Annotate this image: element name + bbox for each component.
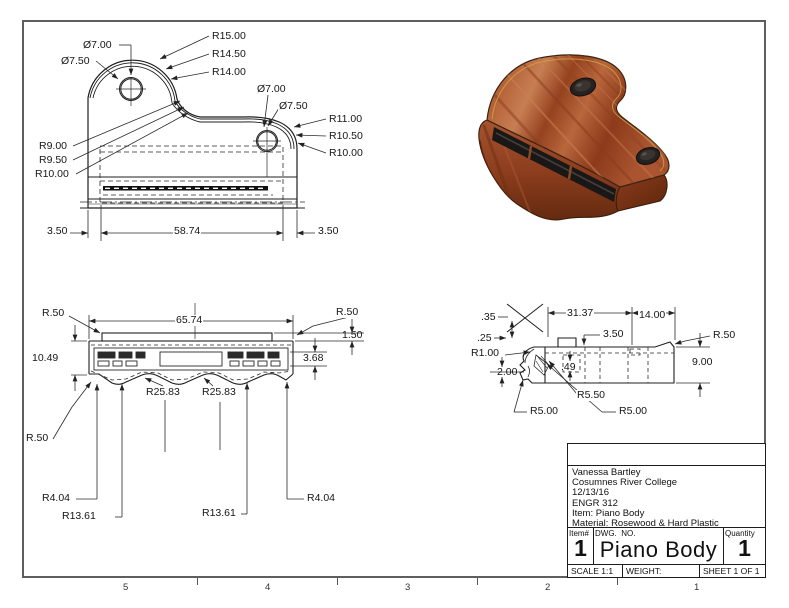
- isometric-render: [450, 30, 730, 240]
- dim-top-offset-left: 3.50: [46, 225, 69, 238]
- dim-front-r404-right: R4.04: [306, 492, 337, 505]
- zone-tick: [617, 578, 618, 585]
- sheet-cell: SHEET 1 OF 1: [703, 566, 760, 576]
- dim-side-r100: R1.00: [470, 347, 501, 360]
- zone-label-2: 2: [545, 582, 551, 593]
- dim-front-r1361-right: R13.61: [201, 507, 237, 520]
- dim-front-3-68: 3.68: [302, 352, 325, 365]
- item-description: Item: Piano Body: [572, 507, 645, 519]
- top-view-linework: [70, 35, 327, 241]
- title-block: Vanessa Bartley Cosumnes River College 1…: [567, 443, 766, 578]
- zone-label-1: 1: [694, 582, 700, 593]
- dim-side-14-00: 14.00: [638, 309, 667, 322]
- top-plug-right: [635, 147, 661, 165]
- dim-top-dia7-left: Ø7.00: [82, 39, 113, 52]
- item-number-cell: Item# 1: [568, 528, 594, 564]
- item-number-value: 1: [574, 535, 587, 561]
- keyboard-strip: [103, 186, 268, 191]
- dim-side-3-50: 3.50: [602, 328, 625, 341]
- dim-top-r9-5: R9.50: [38, 154, 69, 167]
- dim-top-dia75-right: Ø7.50: [278, 100, 309, 113]
- dim-side-r50: R.50: [712, 329, 737, 342]
- dim-front-r404-left: R4.04: [41, 492, 72, 505]
- piano-top-face: [486, 54, 670, 188]
- dim-top-dia75-left: Ø7.50: [60, 55, 91, 68]
- side-view-linework: [490, 303, 711, 413]
- dim-front-r50-topleft: R.50: [41, 307, 66, 320]
- dwg-no-label: DWG. NO.: [595, 529, 636, 538]
- dim-front-r2583-b: R25.83: [201, 386, 237, 399]
- dim-side-r550: R5.50: [576, 389, 607, 402]
- dim-top-r14: R14.00: [211, 66, 247, 79]
- title-block-dwg-row: Item# 1 DWG. NO. Piano Body Quantity 1: [568, 528, 765, 565]
- quantity-label: Quantity: [725, 529, 755, 538]
- title-block-info: Vanessa Bartley Cosumnes River College 1…: [568, 466, 765, 530]
- zone-tick: [197, 578, 198, 585]
- dim-front-1-50: 1.50: [342, 329, 363, 341]
- dim-top-r10-5: R10.50: [328, 130, 364, 143]
- zone-label-5: 5: [123, 582, 129, 593]
- weight-cell: WEIGHT:: [623, 565, 700, 578]
- dim-top-width: 58.74: [173, 225, 202, 238]
- dim-side-r500-left: R5.00: [529, 405, 560, 418]
- front-view-linework: [52, 303, 364, 518]
- dim-front-r2583-a: R25.83: [145, 386, 181, 399]
- quantity-value: 1: [738, 535, 751, 561]
- drawing-date: 12/13/16: [572, 487, 609, 499]
- side-view-drawing: .35 31.37 14.00 .25 3.50 R.50 R1.00 9.00…: [450, 295, 780, 445]
- author-name: Vanessa Bartley: [572, 467, 641, 478]
- dim-side-0-49: .49: [561, 361, 576, 373]
- dim-top-r9: R9.00: [38, 140, 69, 153]
- dim-top-r10-left: R10.00: [34, 168, 70, 181]
- piano-right-face: [615, 174, 668, 212]
- scale-cell: SCALE 1:1: [568, 565, 623, 578]
- zone-label-3: 3: [405, 582, 411, 593]
- dim-side-31-37: 31.37: [566, 307, 595, 320]
- school-name: Cosumnes River College: [572, 477, 678, 489]
- dim-front-r50-topright: R.50: [335, 306, 360, 319]
- zone-tick: [337, 578, 338, 585]
- course-number: ENGR 312: [572, 497, 618, 509]
- sheet-frame: [22, 20, 766, 578]
- zone-label-4: 4: [265, 582, 271, 593]
- dim-side-0-35: .35: [480, 311, 497, 324]
- item-number-label: Item#: [569, 529, 590, 538]
- piano-keyboard-band: [492, 127, 616, 202]
- title-block-footer: SCALE 1:1 WEIGHT: SHEET 1 OF 1: [568, 565, 765, 578]
- dim-top-r11: R11.00: [328, 113, 364, 126]
- dim-side-0-25: .25: [476, 332, 493, 345]
- dim-top-r10-right: R10.00: [328, 147, 364, 160]
- title-block-empty-row: [568, 444, 765, 466]
- dim-side-2-00: 2.00: [497, 366, 518, 378]
- drawing-title: Piano Body: [599, 537, 718, 562]
- dim-front-width: 65.74: [175, 314, 204, 327]
- top-view-drawing: Ø7.00 Ø7.50 R15.00 R14.50 R14.00 Ø7.00 Ø…: [10, 15, 420, 275]
- front-view-drawing: R.50 65.74 R.50 1.50 3.68 10.49 R25.83 R…: [15, 295, 410, 540]
- zone-tick: [477, 578, 478, 585]
- material-line: Material: Rosewood & Hard Plastic: [572, 518, 719, 530]
- dim-front-r1361-left: R13.61: [61, 510, 97, 523]
- dwg-no-cell: DWG. NO. Piano Body: [594, 528, 724, 564]
- dim-top-offset-right: 3.50: [317, 225, 340, 238]
- dim-front-10-49: 10.49: [31, 352, 60, 365]
- quantity-cell: Quantity 1: [724, 528, 765, 564]
- dim-top-dia7-right: Ø7.00: [256, 83, 287, 96]
- dim-top-r15: R15.00: [211, 30, 247, 43]
- dim-side-9-00: 9.00: [691, 356, 714, 369]
- dim-side-r500-right: R5.00: [618, 405, 649, 418]
- dim-front-r50-bottomleft: R.50: [25, 432, 50, 445]
- iso-render-art: [478, 54, 670, 221]
- top-plug-left: [569, 77, 597, 97]
- dim-top-r14-5: R14.50: [211, 48, 247, 61]
